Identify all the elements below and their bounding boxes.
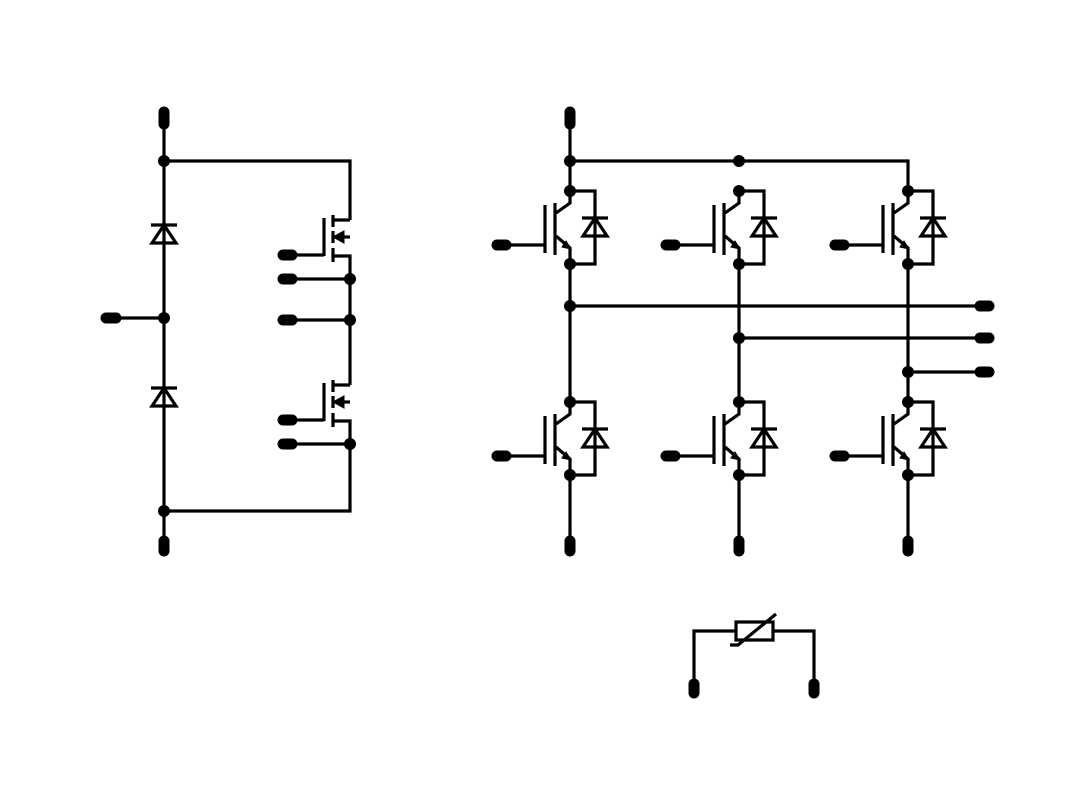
emitter-arrow	[730, 240, 742, 250]
freewheel-loop	[570, 189, 597, 266]
diode-triangle	[749, 426, 779, 449]
diode-triangle	[749, 215, 779, 238]
source-wire	[333, 254, 352, 279]
freewheel-loop	[908, 400, 935, 477]
diode-symbol	[580, 215, 610, 238]
diode-symbol	[749, 426, 779, 449]
diode-symbol	[149, 222, 179, 245]
freewheel-loop	[908, 189, 935, 266]
bottom-bus-wire	[164, 444, 352, 513]
varistor-leads	[692, 629, 816, 684]
varistor-body	[734, 620, 775, 642]
igbt-symbol	[829, 396, 948, 481]
diode-symbol	[918, 215, 948, 238]
diode-triangle	[149, 385, 179, 408]
source-wire	[333, 419, 352, 444]
top-bus-wire	[570, 159, 910, 191]
body-arrow	[331, 230, 345, 244]
diode-triangle	[580, 426, 610, 449]
junction-dot	[158, 155, 170, 167]
mosfet-symbol	[277, 215, 356, 285]
emitter-arrow	[899, 451, 911, 461]
varistor-slash	[730, 612, 778, 647]
junction-dot	[564, 300, 576, 312]
body-arrow	[331, 395, 345, 409]
emitter-arrow	[561, 240, 573, 250]
varistor	[688, 612, 820, 699]
junction-dot	[564, 185, 576, 197]
phase-leg-1	[491, 185, 610, 557]
diode-triangle	[918, 215, 948, 238]
igbt-symbol	[491, 396, 610, 481]
diode-triangle	[918, 426, 948, 449]
top-bus-wire	[164, 159, 352, 220]
igbt-symbol	[491, 185, 610, 270]
igbt-three-phase-bridge	[491, 106, 995, 557]
freewheel-loop	[739, 400, 766, 477]
phase-leg-2	[660, 185, 779, 557]
junction-dot	[158, 505, 170, 517]
mosfet-symbol	[277, 380, 356, 450]
rectifier-mosfet-module	[100, 106, 356, 557]
diode-triangle	[149, 222, 179, 245]
diode-symbol	[580, 426, 610, 449]
junction-dot	[733, 185, 745, 197]
diode-triangle	[580, 215, 610, 238]
emitter-arrow	[899, 240, 911, 250]
junction-dot	[902, 185, 914, 197]
junction-dot	[733, 155, 745, 167]
igbt-symbol	[829, 185, 948, 270]
freewheel-loop	[570, 400, 597, 477]
emitter-arrow	[730, 451, 742, 461]
phase-leg-3	[829, 185, 948, 557]
diode-symbol	[749, 215, 779, 238]
igbt-symbol	[660, 396, 779, 481]
diode-symbol	[918, 426, 948, 449]
junction-dot	[564, 155, 576, 167]
junction-dot	[158, 312, 170, 324]
junction-dot	[733, 332, 745, 344]
igbt-symbol	[660, 185, 779, 270]
emitter-arrow	[561, 451, 573, 461]
freewheel-loop	[739, 189, 766, 266]
junction-dot	[902, 366, 914, 378]
diode-symbol	[149, 385, 179, 408]
